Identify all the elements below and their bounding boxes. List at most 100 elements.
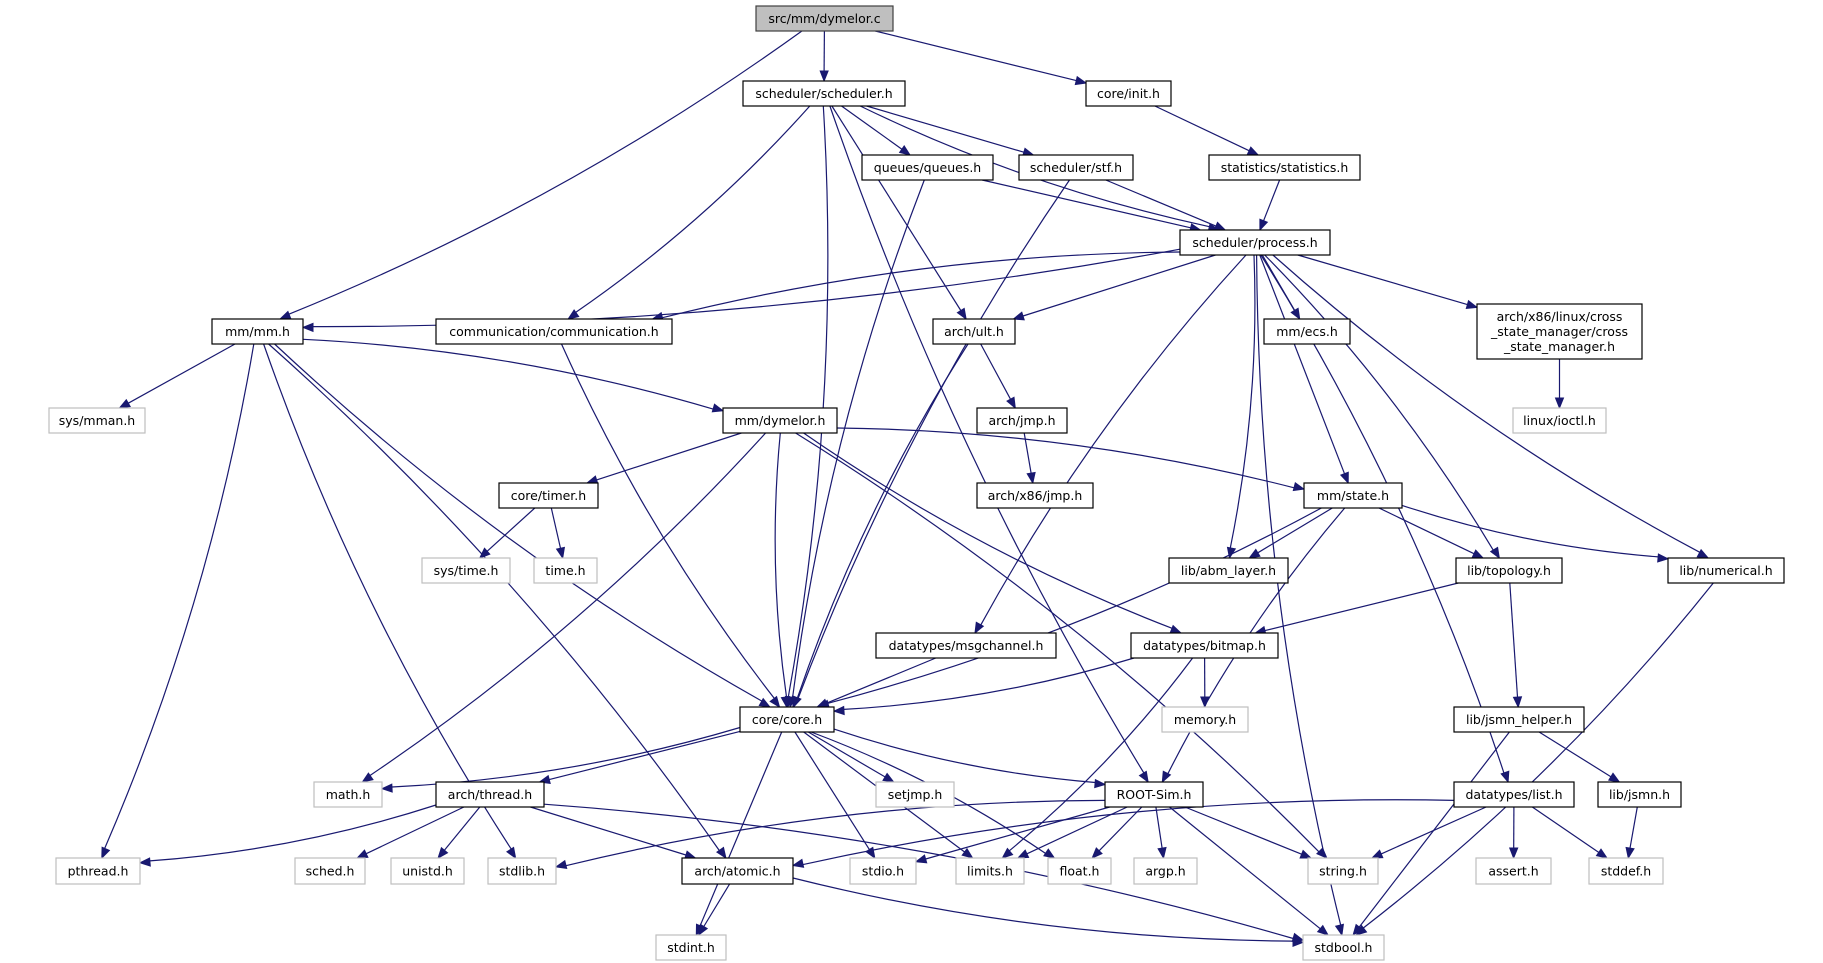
node-label: core/init.h	[1097, 86, 1160, 101]
node-csm-h[interactable]: arch/x86/linux/cross_state_manager/cross…	[1476, 303, 1643, 360]
arrowhead-icon	[974, 621, 985, 635]
node-box	[435, 781, 545, 808]
node-box	[875, 632, 1057, 659]
node-label: ROOT-Sim.h	[1117, 787, 1192, 802]
node-thread-h[interactable]: arch/thread.h	[435, 781, 545, 808]
node-label: unistd.h	[402, 864, 453, 879]
node-scheduler-h[interactable]: scheduler/scheduler.h	[742, 80, 906, 107]
node-msgchannel-h[interactable]: datatypes/msgchannel.h	[875, 632, 1057, 659]
node-box	[1455, 557, 1563, 584]
edge-mm_h-to-dymelor_h	[302, 338, 714, 410]
arrowhead-icon	[1595, 848, 1609, 859]
arrowhead-icon	[1138, 770, 1149, 784]
node-init-h[interactable]: core/init.h	[1085, 80, 1172, 107]
node-label: linux/ioctl.h	[1523, 413, 1596, 428]
edge-core_h-to-stdio_h	[794, 731, 870, 850]
node-abm-layer-h[interactable]: lib/abm_layer.h	[1168, 557, 1289, 584]
node-box	[294, 857, 366, 885]
edge-jsmn_h-to-stddef_h	[1629, 806, 1638, 849]
node-label: mm/ecs.h	[1276, 324, 1338, 339]
edge-queues_h-to-process_h	[981, 179, 1191, 229]
node-queues-h[interactable]: queues/queues.h	[861, 154, 994, 181]
node-jsmn-h[interactable]: lib/jsmn.h	[1597, 781, 1682, 808]
node-atomic-h[interactable]: arch/atomic.h	[681, 857, 794, 885]
arrowhead-icon	[956, 307, 967, 321]
edge-rootsim_h-to-argp_h	[1155, 806, 1163, 849]
edge-process_h-to-ult_h	[1022, 254, 1216, 317]
node-math-h: math.h	[313, 781, 383, 808]
node-process-h[interactable]: scheduler/process.h	[1179, 229, 1331, 256]
node-box	[955, 857, 1025, 885]
node-stf-h[interactable]: scheduler/stf.h	[1018, 154, 1134, 181]
node-label: time.h	[545, 563, 585, 578]
node-jsmn-helper-h[interactable]: lib/jsmn_helper.h	[1453, 706, 1585, 733]
node-stdint-h: stdint.h	[655, 934, 727, 961]
node-topology-h[interactable]: lib/topology.h	[1455, 557, 1563, 584]
node-label: string.h	[1319, 864, 1367, 879]
arrowhead-icon	[961, 847, 974, 859]
node-rootsim-h[interactable]: ROOT-Sim.h	[1104, 781, 1204, 808]
arrowhead-icon	[301, 322, 314, 333]
node-x86-jmp-h[interactable]: arch/x86/jmp.h	[976, 482, 1094, 509]
node-box	[655, 934, 727, 961]
node-numerical-h[interactable]: lib/numerical.h	[1667, 557, 1785, 584]
edge-bitmap_h-to-limits_h	[1008, 657, 1194, 852]
node-label: lib/numerical.h	[1679, 563, 1772, 578]
edge-bitmap_h-to-core_h	[843, 657, 1135, 710]
node-communication-h[interactable]: communication/communication.h	[435, 318, 673, 345]
node-bitmap-h[interactable]: datatypes/bitmap.h	[1130, 632, 1279, 659]
node-box	[1302, 934, 1385, 961]
arrowhead-icon	[819, 70, 829, 83]
edge-thread_h-to-stdbool_h	[543, 803, 1294, 940]
node-label: scheduler/stf.h	[1030, 160, 1122, 175]
edge-jsmn_helper_h-to-jsmn_h	[1538, 731, 1612, 778]
edge-timer_h-to-sys_time_h	[486, 507, 536, 552]
node-box	[1303, 482, 1403, 509]
arrowhead-icon	[1259, 218, 1269, 232]
node-setjmp-h: setjmp.h	[875, 781, 955, 808]
node-stdbool-h: stdbool.h	[1302, 934, 1385, 961]
node-list-h[interactable]: datatypes/list.h	[1453, 781, 1575, 808]
arrowhead-icon	[1316, 924, 1330, 936]
edge-dymelor_c-to-mm_h	[288, 30, 803, 315]
node-box	[849, 857, 917, 885]
node-ioctl-h: linux/ioctl.h	[1512, 407, 1607, 434]
node-timer-h[interactable]: core/timer.h	[498, 482, 599, 509]
node-mm-h[interactable]: mm/mm.h	[211, 318, 304, 345]
edge-rootsim_h-to-float_h	[1098, 806, 1143, 852]
node-box	[861, 154, 994, 181]
node-label: stddef.h	[1601, 864, 1651, 879]
node-ult-h[interactable]: arch/ult.h	[932, 318, 1016, 345]
edge-state_h-to-numerical_h	[1401, 504, 1659, 558]
node-box	[435, 318, 673, 345]
node-jmp-h[interactable]: arch/jmp.h	[976, 407, 1068, 434]
node-statistics-h[interactable]: statistics/statistics.h	[1208, 154, 1361, 181]
edge-dymelor_h-to-core_h	[774, 432, 788, 698]
arrowhead-icon	[555, 546, 566, 560]
arrowhead-icon	[1489, 546, 1500, 560]
node-box	[1161, 706, 1249, 733]
edge-dymelor_h-to-timer_h	[596, 432, 742, 481]
node-label: arch/ult.h	[944, 324, 1004, 339]
node-label: src/mm/dymelor.c	[768, 11, 880, 26]
edge-atomic_h-to-stdint_h	[703, 883, 731, 927]
node-memory-h: memory.h	[1161, 706, 1249, 733]
edge-mm_h-to-stdlib_h	[263, 343, 512, 850]
edge-process_h-to-abm_layer_h	[1229, 254, 1256, 549]
node-ecs-h[interactable]: mm/ecs.h	[1263, 318, 1351, 345]
node-label: stdio.h	[862, 864, 904, 879]
edge-list_h-to-atomic_h	[802, 799, 1455, 866]
edge-scheduler_h-to-queues_h	[841, 105, 903, 150]
edge-state_h-to-topology_h	[1378, 507, 1475, 555]
edge-timer_h-to-time_h	[550, 507, 562, 549]
arrowhead-icon	[567, 309, 580, 320]
node-box	[742, 80, 906, 107]
node-state-h[interactable]: mm/state.h	[1303, 482, 1403, 509]
node-dymelor-c[interactable]: src/mm/dymelor.c	[755, 5, 894, 32]
node-dymelor-h[interactable]: mm/dymelor.h	[722, 407, 838, 434]
node-core-h[interactable]: core/core.h	[739, 706, 835, 733]
arrowhead-icon	[101, 846, 111, 860]
node-label: arch/x86/jmp.h	[988, 488, 1083, 503]
edge-scheduler_h-to-core_h	[787, 105, 829, 698]
node-sys-time-h: sys/time.h	[421, 557, 511, 584]
